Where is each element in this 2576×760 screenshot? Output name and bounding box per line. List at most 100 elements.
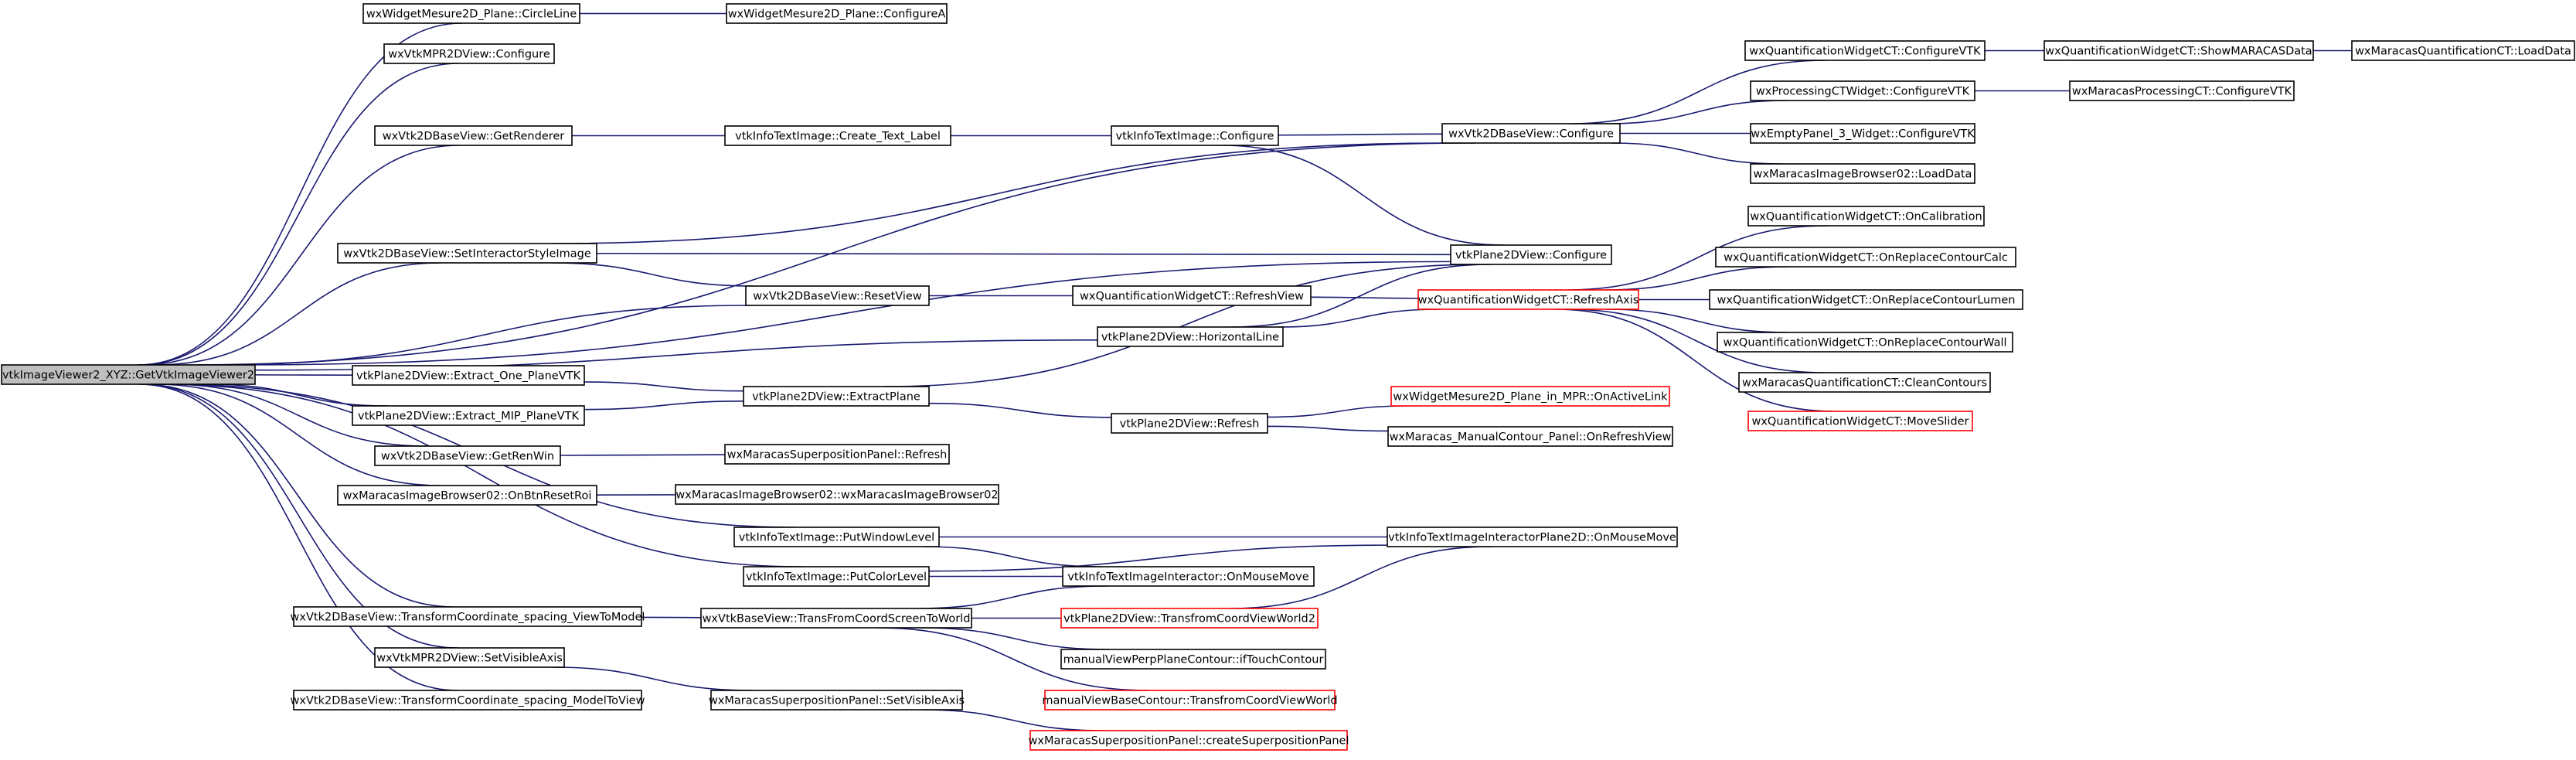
node-interactorMouse[interactable]: vtkInfoTextImageInteractor::OnMouseMove: [1062, 566, 1315, 587]
edge-line: [920, 627, 1110, 650]
node-box: [337, 243, 597, 264]
node-cleanContours[interactable]: wxMaracasQuantificationCT::CleanContours: [1738, 372, 1991, 393]
edge-line: [162, 383, 803, 567]
node-box: [1747, 411, 1973, 431]
node-label: wxVtk2DBaseView::GetRenWin: [381, 451, 554, 463]
node-resetView[interactable]: wxVtk2DBaseView::ResetView: [745, 285, 930, 306]
node-plane2dRefresh[interactable]: vtkPlane2DView::Refresh: [1111, 413, 1268, 434]
node-root[interactable]: vtkImageViewer2_XYZ::GetVtkImageViewer2: [1, 364, 256, 385]
node-setInteractorStyle[interactable]: wxVtk2DBaseView::SetInteractorStyleImage: [337, 243, 597, 264]
node-label: wxMaracasImageBrowser02::LoadData: [1754, 169, 1972, 181]
node-box: [1060, 608, 1319, 629]
node-superRefresh[interactable]: wxMaracasSuperpositionPanel::Refresh: [724, 444, 950, 465]
edge-line: [553, 142, 1445, 244]
node-mpr2dConfigure[interactable]: wxVtkMPR2DView::Configure: [383, 43, 555, 64]
node-quantConfigureVTK[interactable]: wxQuantificationWidgetCT::ConfigureVTK: [1744, 40, 1986, 61]
node-label: vtkPlane2DView::HorizontalLine: [1101, 332, 1279, 344]
node-circleLine[interactable]: wxWidgetMesure2D_Plane::CircleLine: [362, 3, 580, 24]
node-moveSlider[interactable]: wxQuantificationWidgetCT::MoveSlider: [1747, 411, 1973, 431]
node-putWindowLevel[interactable]: vtkInfoTextImage::PutWindowLevel: [733, 527, 940, 547]
node-imgBrowserCtor[interactable]: wxMaracasImageBrowser02::wxMaracasImageB…: [675, 484, 999, 505]
node-transFromCoord[interactable]: wxVtkBaseView::TransFromCoordScreenToWor…: [700, 608, 972, 629]
node-imgBrowserLoadData[interactable]: wxMaracasImageBrowser02::LoadData: [1750, 163, 1975, 184]
node-label: wxWidgetMesure2D_Plane::CircleLine: [366, 9, 577, 21]
node-box: [1417, 289, 1639, 310]
node-viewToModel[interactable]: wxVtk2DBaseView::TransformCoordinate_spa…: [291, 606, 645, 627]
node-box: [1450, 244, 1612, 265]
node-box: [1750, 123, 1975, 144]
node-box: [374, 647, 565, 668]
edge-line: [584, 400, 744, 411]
node-plane2dConfigure[interactable]: vtkPlane2DView::Configure: [1450, 244, 1612, 265]
node-box: [743, 386, 930, 407]
edge-line: [138, 383, 458, 691]
node-box: [726, 3, 948, 24]
node-contourTransform[interactable]: manualViewBaseContour::TransfromCoordVie…: [1042, 690, 1338, 711]
node-emptyPanelConfigureVTK[interactable]: wxEmptyPanel_3_Widget::ConfigureVTK: [1750, 123, 1975, 144]
node-onBtnResetRoi[interactable]: wxMaracasImageBrowser02::OnBtnResetRoi: [337, 485, 597, 506]
node-getRenWin[interactable]: wxVtk2DBaseView::GetRenWin: [374, 445, 561, 466]
edge-mprSetVisibleAxis-superSetVisibleAxis: [553, 666, 754, 691]
node-procConfigureVTK[interactable]: wxProcessingCTWidget::ConfigureVTK: [1750, 80, 1975, 101]
node-createTextLabel[interactable]: vtkInfoTextImage::Create_Text_Label: [724, 125, 951, 146]
node-configureA[interactable]: wxWidgetMesure2D_Plane::ConfigureA: [726, 3, 948, 24]
node-label: vtkPlane2DView::Refresh: [1120, 418, 1260, 431]
edge-base2dConfigure-imgBrowserLoadData: [1611, 142, 1783, 165]
node-onCalibration[interactable]: wxQuantificationWidgetCT::OnCalibration: [1747, 206, 1985, 227]
node-refreshView[interactable]: wxQuantificationWidgetCT::RefreshView: [1072, 285, 1312, 306]
edge-line: [1278, 308, 1441, 328]
edge-line: [208, 383, 389, 407]
node-box: [337, 485, 597, 506]
node-box: [1387, 527, 1678, 547]
node-box: [352, 405, 585, 426]
node-label: wxEmptyPanel_3_Widget::ConfigureVTK: [1751, 128, 1975, 141]
node-maracasProcConfigureVTK[interactable]: wxMaracasProcessingCT::ConfigureVTK: [2069, 80, 2295, 101]
node-box: [1717, 332, 2013, 353]
node-onReplaceWall[interactable]: wxQuantificationWidgetCT::OnReplaceConto…: [1717, 332, 2013, 353]
node-box: [724, 444, 950, 465]
node-box: [374, 125, 573, 146]
node-extractPlane[interactable]: vtkPlane2DView::ExtractPlane: [743, 386, 930, 407]
node-putColorLevel[interactable]: vtkInfoTextImage::PutColorLevel: [743, 566, 930, 587]
node-interactorPlaneMouse[interactable]: vtkInfoTextImageInteractorPlane2D::OnMou…: [1387, 527, 1678, 547]
node-horizontalLine[interactable]: vtkPlane2DView::HorizontalLine: [1097, 326, 1284, 347]
edge-line: [141, 383, 454, 608]
node-label: wxVtk2DBaseView::ResetView: [753, 291, 922, 303]
node-onReplaceCalc[interactable]: wxQuantificationWidgetCT::OnReplaceConto…: [1715, 247, 2016, 268]
node-createSuperPanel[interactable]: wxMaracasSuperpositionPanel::createSuper…: [1029, 730, 1349, 751]
node-label: manualViewBaseContour::TransfromCoordVie…: [1042, 695, 1337, 707]
edge-infoConfigure-plane2dConfigure: [1222, 145, 1504, 246]
node-onActiveLink[interactable]: wxWidgetMesure2D_Plane_in_MPR::OnActiveL…: [1390, 386, 1670, 407]
node-infoConfigure[interactable]: vtkInfoTextImage::Configure: [1111, 125, 1279, 146]
edge-extractMIP-extractPlane: [584, 400, 744, 411]
node-refreshAxis[interactable]: wxQuantificationWidgetCT::RefreshAxis: [1417, 289, 1639, 310]
edge-line: [241, 261, 1451, 366]
edge-line: [923, 546, 1102, 567]
node-onReplaceLumen[interactable]: wxQuantificationWidgetCT::OnReplaceConto…: [1709, 289, 2023, 310]
node-maracasLoadData[interactable]: wxMaracasQuantificationCT::LoadData: [2351, 40, 2575, 61]
node-transformCoordViewWorld2[interactable]: vtkPlane2DView::TransfromCoordViewWorld2: [1060, 608, 1319, 629]
node-box: [1750, 80, 1975, 101]
edge-root-setInteractorStyle: [155, 262, 441, 366]
edge-line: [1570, 60, 1826, 124]
node-extractOne[interactable]: vtkPlane2DView::Extract_One_PlaneVTK: [352, 365, 585, 386]
node-label: vtkPlane2DView::TransfromCoordViewWorld2: [1063, 613, 1315, 625]
node-box: [2351, 40, 2575, 61]
edge-setInteractorStyle-base2dConfigure: [553, 142, 1445, 244]
node-extractMIP[interactable]: vtkPlane2DView::Extract_MIP_PlaneVTK: [352, 405, 585, 426]
node-box: [1111, 125, 1279, 146]
edge-base2dConfigure-procConfigureVTK: [1606, 100, 1788, 124]
edge-line: [1267, 405, 1409, 418]
node-label: wxVtk2DBaseView::TransformCoordinate_spa…: [291, 695, 645, 707]
node-superSetVisibleAxis[interactable]: wxMaracasSuperpositionPanel::SetVisibleA…: [709, 690, 965, 711]
node-base2dConfigure[interactable]: wxVtk2DBaseView::Configure: [1441, 123, 1621, 144]
node-ifTouchContour[interactable]: manualViewPerpPlaneContour::ifTouchConto…: [1060, 649, 1326, 670]
node-getRenderer[interactable]: wxVtk2DBaseView::GetRenderer: [374, 125, 573, 146]
node-modelToView[interactable]: wxVtk2DBaseView::TransformCoordinate_spa…: [291, 690, 645, 711]
edge-line: [1267, 425, 1389, 432]
node-onRefreshView[interactable]: wxMaracas_ManualContour_Panel::OnRefresh…: [1387, 426, 1673, 447]
node-box: [352, 365, 585, 386]
node-mprSetVisibleAxis[interactable]: wxVtkMPR2DView::SetVisibleAxis: [374, 647, 565, 668]
node-showMaracas[interactable]: wxQuantificationWidgetCT::ShowMARACASDat…: [2043, 40, 2314, 61]
